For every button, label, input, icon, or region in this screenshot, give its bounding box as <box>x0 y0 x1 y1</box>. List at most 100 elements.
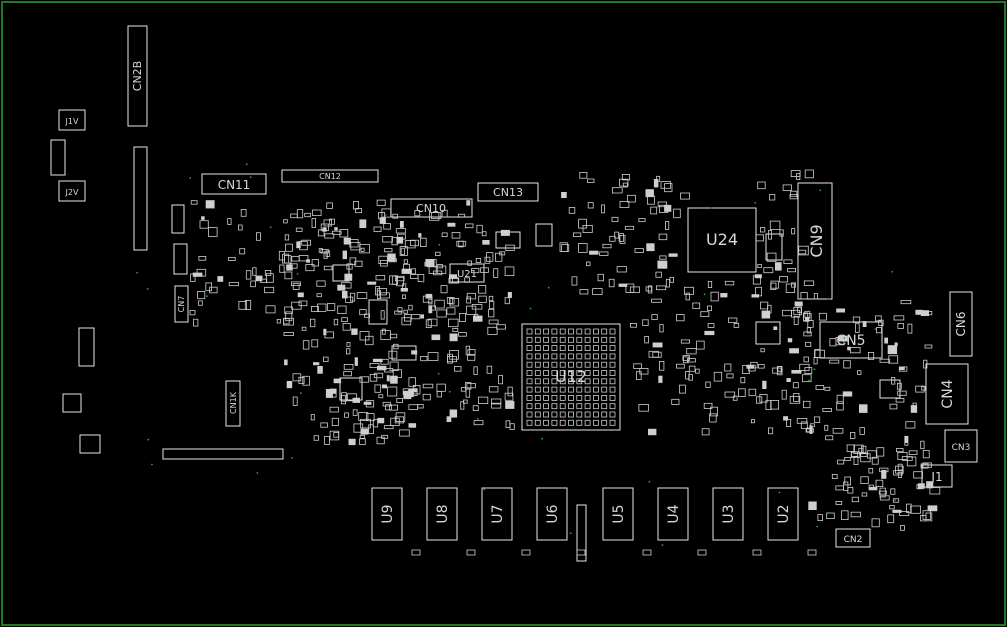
passive-component <box>377 417 385 424</box>
chip-u2[interactable]: U2 <box>767 487 799 541</box>
passive-component <box>868 467 874 474</box>
passive-component <box>673 208 681 219</box>
passive-component <box>602 243 612 249</box>
passive-component <box>393 343 399 350</box>
chip-u3[interactable]: U3 <box>712 487 744 541</box>
passive-component <box>900 300 912 305</box>
passive-component <box>488 308 495 318</box>
passive-component <box>388 350 398 359</box>
chip-ic-g[interactable] <box>62 393 82 413</box>
passive-component <box>418 233 422 238</box>
passive-component <box>910 405 918 413</box>
passive-component <box>587 202 594 209</box>
passive-component <box>449 274 457 279</box>
chip-u4[interactable]: U4 <box>657 487 689 541</box>
connector-small-left-2[interactable] <box>78 327 95 367</box>
passive-component <box>387 386 398 397</box>
connector-cn6[interactable]: CN6 <box>949 291 973 357</box>
passive-component <box>897 390 907 396</box>
connector-cn2b[interactable]: CN2B <box>127 25 148 127</box>
connector-j1v[interactable]: J1V <box>58 109 86 131</box>
passive-component <box>782 184 792 191</box>
chip-ic-a[interactable] <box>368 299 388 325</box>
bga-ball <box>543 336 549 343</box>
chip-u5[interactable]: U5 <box>602 487 634 541</box>
chip-u6[interactable]: U6 <box>536 487 568 541</box>
passive-component <box>355 207 362 214</box>
passive-component <box>473 420 484 426</box>
passive-component <box>871 456 879 465</box>
passive-component <box>329 388 337 394</box>
u3-label: U3 <box>721 504 737 523</box>
chip-u7[interactable]: U7 <box>481 487 513 541</box>
passive-component <box>447 318 459 328</box>
chip-u8[interactable]: U8 <box>426 487 458 541</box>
passive-component <box>482 240 490 245</box>
connector-cn4[interactable]: CN4 <box>925 363 969 425</box>
passive-component <box>653 179 659 188</box>
passive-component <box>783 416 789 421</box>
test-point <box>245 163 248 166</box>
passive-component <box>796 417 808 424</box>
passive-component <box>618 283 628 287</box>
connector-j2v[interactable]: J2V <box>58 180 86 202</box>
passive-component <box>836 308 845 313</box>
passive-component <box>298 254 309 262</box>
connector-j2[interactable] <box>171 204 185 234</box>
passive-component <box>458 312 466 322</box>
test-point <box>136 271 139 274</box>
connector-cn7[interactable]: CN7 <box>174 285 189 323</box>
bga-ball <box>559 361 566 368</box>
connector-small-left[interactable] <box>50 139 66 176</box>
connector-j1[interactable]: J1 <box>921 464 953 488</box>
passive-component <box>505 401 515 409</box>
passive-component <box>829 359 840 364</box>
chip-ic-c[interactable] <box>332 264 350 282</box>
passive-component <box>809 425 813 434</box>
connector-cn14[interactable] <box>162 448 284 460</box>
connector-cn3[interactable]: CN3 <box>944 429 978 463</box>
chip-u9[interactable]: U9 <box>371 487 403 541</box>
passive-component <box>351 328 358 335</box>
connector-vertical-2[interactable] <box>133 146 148 251</box>
passive-component <box>452 327 459 332</box>
bga-ball <box>551 411 558 418</box>
chip-ic-e[interactable] <box>755 321 781 345</box>
chip-u12[interactable]: U12 <box>521 323 621 431</box>
passive-component <box>298 300 308 307</box>
chip-ic-b[interactable] <box>339 377 363 401</box>
connector-cn12[interactable]: CN12 <box>281 169 379 183</box>
passive-component <box>824 424 829 431</box>
chip-ic-d[interactable] <box>535 223 553 247</box>
passive-component <box>302 340 310 350</box>
passive-component <box>325 389 333 398</box>
bga-ball <box>593 345 599 352</box>
passive-component <box>707 323 715 328</box>
bga-ball <box>584 336 591 343</box>
bga-ball <box>543 361 549 368</box>
bga-ball <box>543 328 549 335</box>
passive-component <box>467 260 473 266</box>
connector-cn1k[interactable]: CN1K <box>225 380 241 427</box>
passive-component <box>198 255 207 261</box>
passive-component <box>589 250 599 255</box>
passive-component <box>561 244 570 252</box>
passive-component <box>359 331 370 341</box>
connector-cn13[interactable]: CN13 <box>477 182 539 202</box>
passive-component <box>237 224 243 231</box>
connector-cn2[interactable]: CN2 <box>835 528 871 548</box>
chip-ic-h[interactable] <box>79 434 101 454</box>
connector-cn11[interactable]: CN11 <box>201 173 267 195</box>
passive-component <box>372 358 383 362</box>
chip-ic-j[interactable] <box>765 233 783 261</box>
connector-cn8[interactable] <box>173 243 188 275</box>
bga-ball <box>559 386 566 393</box>
passive-component <box>644 335 649 344</box>
passive-component <box>786 378 791 382</box>
passive-component <box>682 355 691 361</box>
passive-component <box>409 274 419 279</box>
passive-component <box>494 252 503 262</box>
bga-ball <box>526 336 533 343</box>
bga-ball <box>601 370 608 376</box>
bga-ball <box>568 419 574 426</box>
